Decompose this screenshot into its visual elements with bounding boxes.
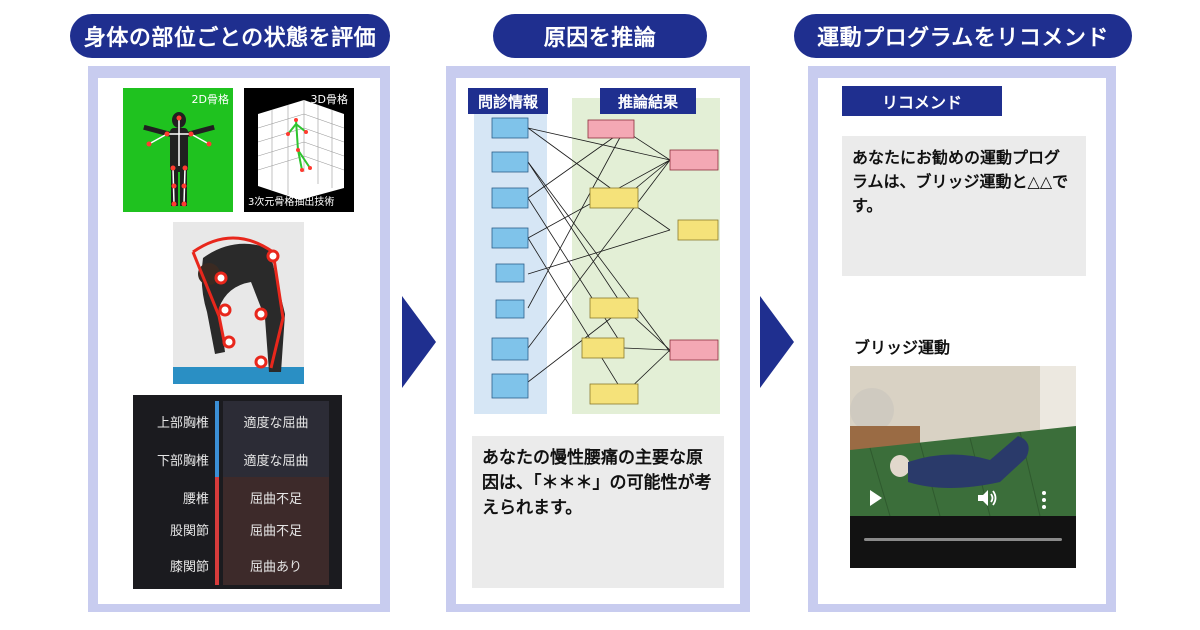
header-evaluate: 身体の部位ごとの状態を評価: [70, 14, 390, 58]
header-recommend: 運動プログラムをリコメンド: [794, 14, 1132, 58]
arrow-right-icon: [760, 296, 794, 388]
play-icon[interactable]: [870, 490, 882, 506]
table-status: 適度な屈曲: [223, 401, 329, 441]
table-part: 下部胸椎: [156, 453, 209, 469]
status-bar: [215, 509, 219, 549]
status-bar: [215, 439, 219, 479]
photo-3d-label: 3D骨格: [310, 93, 348, 106]
status-bar: [215, 545, 219, 585]
skeleton-3d-grid: [257, 100, 345, 200]
table-status: 屈曲あり: [223, 545, 329, 585]
arrow-right-icon: [402, 296, 436, 388]
recommendation-text: あなたにお勧めの運動プログラムは、ブリッジ運動と△△です。: [842, 136, 1086, 276]
table-status: 適度な屈曲: [223, 439, 329, 479]
photo-2d-label: 2D骨格: [191, 93, 229, 106]
interview-column: [474, 98, 547, 414]
table-row: 膝関節 屈曲あり: [133, 545, 341, 585]
video-progress-bar[interactable]: [864, 538, 1062, 541]
more-options-icon[interactable]: [1040, 490, 1048, 510]
header-infer: 原因を推論: [493, 14, 707, 58]
photo-forward-bend: [173, 222, 304, 384]
tag-inference: 推論結果: [600, 88, 696, 114]
exercise-video[interactable]: [850, 366, 1076, 568]
skeleton-2d-figure: [143, 112, 215, 207]
photo-3d-caption: 3次元骨格抽出技術: [248, 197, 335, 208]
status-bar: [215, 401, 219, 441]
table-row: 上部胸椎 適度な屈曲: [133, 401, 341, 441]
photo-2d-skeleton: 2D骨格: [123, 88, 233, 212]
table-part: 股関節: [169, 523, 209, 539]
exercise-title: ブリッジ運動: [854, 338, 951, 357]
table-part: 上部胸椎: [156, 415, 209, 431]
tag-recommend: リコメンド: [842, 86, 1002, 116]
volume-icon[interactable]: [976, 488, 998, 508]
table-row: 下部胸椎 適度な屈曲: [133, 439, 341, 479]
table-part: 腰椎: [182, 491, 209, 507]
video-frame: [850, 366, 1076, 568]
assessment-table: 上部胸椎 適度な屈曲 下部胸椎 適度な屈曲 腰椎 屈曲不足 股関節 屈曲不足 膝…: [133, 395, 342, 589]
table-part: 膝関節: [169, 559, 209, 575]
photo-3d-skeleton: 3D骨格 3次元骨格抽出技術: [244, 88, 354, 212]
inference-network: [491, 117, 719, 405]
tag-interview: 問診情報: [468, 88, 548, 114]
inference-result: あなたの慢性腰痛の主要な原因は、「＊＊＊」の可能性が考えられます。: [472, 436, 724, 588]
table-status: 屈曲不足: [223, 509, 329, 549]
forward-bend-figure: [173, 222, 304, 384]
table-row: 股関節 屈曲不足: [133, 509, 341, 549]
status-bar: [215, 477, 219, 517]
